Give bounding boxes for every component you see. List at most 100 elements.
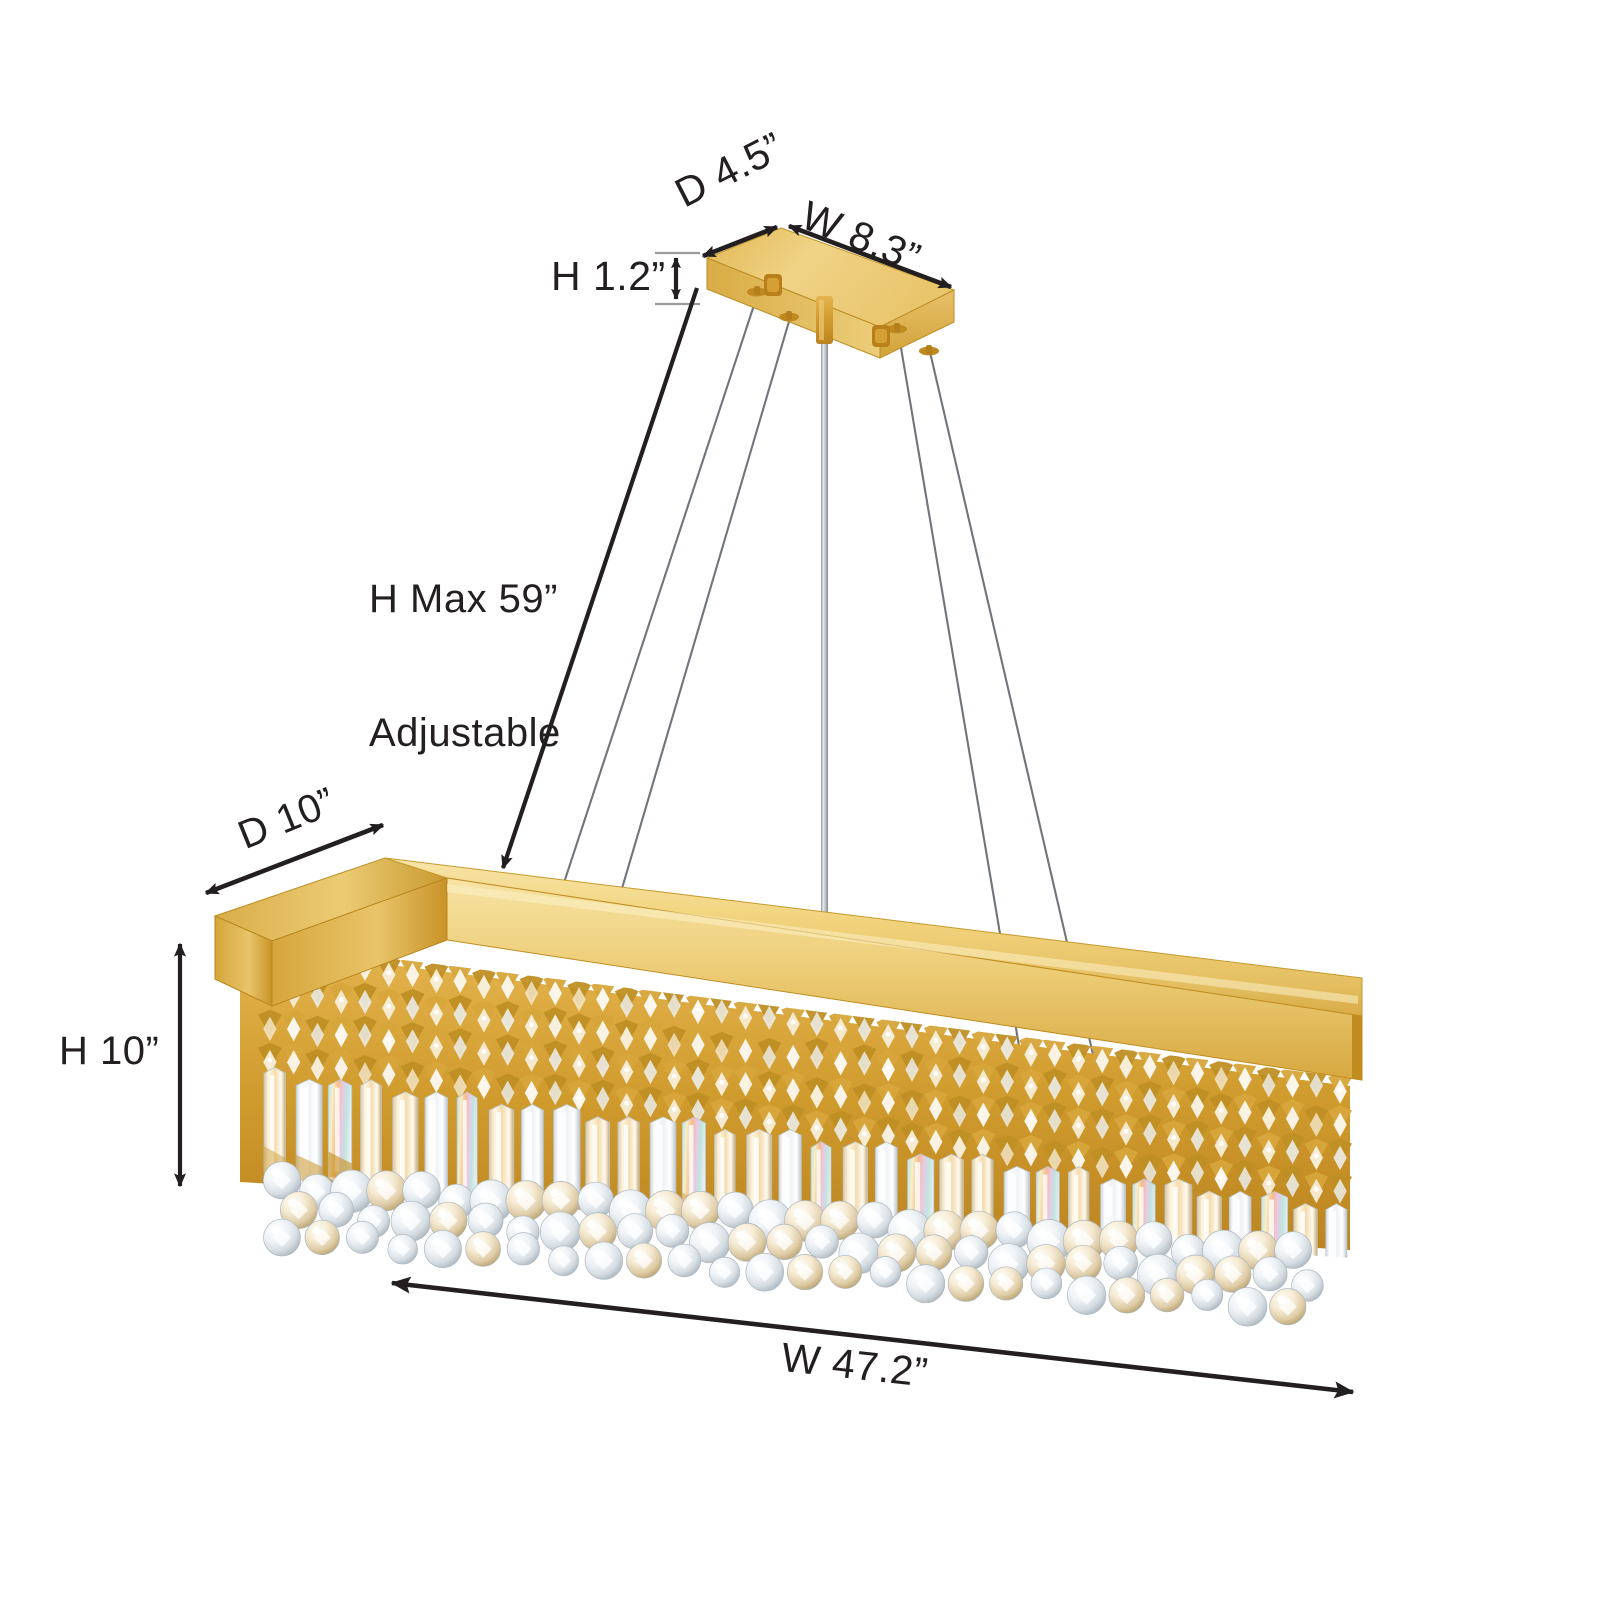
crystal-sparkle: [719, 1113, 725, 1118]
crystal-ball: [548, 1245, 579, 1277]
crystal-facet: [358, 989, 372, 1015]
crystal-sparkle: [386, 1036, 392, 1042]
crystal-facet: [1190, 1160, 1205, 1185]
crystal-facet: [334, 1022, 348, 1048]
cable-anchor: [779, 311, 799, 322]
crystal-facet: [453, 968, 467, 994]
crystal-facet: [1238, 1133, 1252, 1158]
crystal-ball: [1252, 1256, 1288, 1292]
crystal-sparkle: [1123, 1095, 1129, 1101]
crystal-facet: [501, 1008, 515, 1033]
crystal-ball: [727, 1222, 767, 1262]
crystal-facet: [929, 1096, 943, 1122]
crystal-facet: [358, 1022, 372, 1048]
crystal-sparkle: [529, 1055, 534, 1061]
crystal-facet: [834, 1117, 848, 1142]
crystal-ball: [828, 1255, 863, 1289]
crystal-facet: [1119, 1054, 1133, 1080]
crystal-facet: [287, 1016, 301, 1042]
fixture-height-label: H 10”: [59, 1029, 160, 1073]
crystal-sparkle: [766, 1119, 772, 1124]
crystal-ball: [717, 1191, 754, 1229]
crystal-facet: [976, 1102, 991, 1128]
crystal-facet: [1262, 1106, 1276, 1131]
crystal-ball: [1274, 1231, 1312, 1269]
crystal-facet: [524, 980, 539, 1006]
crystal-facet: [477, 974, 491, 1000]
crystal-sparkle: [933, 1038, 939, 1043]
crystal-facet: [1309, 1073, 1323, 1098]
crystal-facet: [1095, 1048, 1109, 1074]
crystal-facet: [548, 981, 562, 1006]
crystal-sparkle: [980, 1044, 986, 1049]
crystal-facet: [1190, 1094, 1205, 1119]
canopy-height-label: H 1.2”: [551, 253, 666, 299]
crystal-facet: [1143, 1087, 1157, 1113]
crystal-sparkle: [267, 1057, 273, 1063]
adjustable-height-line-1: H Max 59”: [369, 576, 558, 621]
crystal-facet: [691, 1099, 705, 1124]
crystal-facet: [596, 1053, 610, 1079]
crystal-facet: [548, 1047, 562, 1072]
crystal-facet: [287, 1049, 301, 1075]
crystal-facet: [1095, 1081, 1109, 1107]
crystal-sparkle: [1028, 1083, 1034, 1089]
crystal-facet: [881, 1123, 895, 1149]
crystal-facet: [619, 993, 634, 1018]
crystal-ball: [279, 1191, 318, 1229]
canopy-center-rod-mount: [816, 296, 833, 344]
crystal-ball: [423, 1230, 462, 1269]
crystal-facet: [1309, 1112, 1323, 1137]
crystal-facet: [738, 1105, 753, 1130]
crystal-ball: [954, 1235, 989, 1270]
crystal-sparkle: [386, 970, 392, 976]
crystal-ball: [390, 1200, 432, 1242]
crystal-sparkle: [386, 1003, 392, 1009]
crystal-sparkle: [909, 1137, 915, 1143]
crystal-ball: [1191, 1278, 1224, 1311]
crystal-sparkle: [338, 997, 344, 1003]
crystal-prism: [295, 1078, 323, 1190]
crystal-facet: [952, 1030, 967, 1055]
crystal-facet: [310, 1022, 325, 1048]
crystal-facet: [1238, 1066, 1252, 1092]
crystal-facet: [501, 974, 515, 1000]
crystal-sparkle: [980, 1077, 986, 1083]
crystal-ball: [429, 1201, 468, 1240]
chandelier-body: [213, 857, 1363, 1327]
crystal-facet: [952, 1063, 967, 1088]
crystal-ball: [680, 1190, 720, 1230]
canopy-width-arrow: [787, 223, 953, 290]
crystal-facet: [905, 1057, 919, 1082]
crystal-facet: [358, 1062, 372, 1087]
crystal-sparkle: [1028, 1050, 1034, 1056]
crystal-facet: [1190, 1127, 1205, 1152]
crystal-facet: [596, 987, 610, 1012]
crystal-facet: [667, 993, 681, 1018]
crystal-ball: [578, 1212, 617, 1251]
crystal-facet: [263, 1016, 277, 1042]
crystal-facet: [453, 1002, 467, 1027]
crystal-facet: [501, 1041, 515, 1066]
crystal-ball: [989, 1266, 1024, 1301]
crystal-facet: [810, 1045, 824, 1070]
crystal-facet: [1000, 1102, 1014, 1128]
canopy-cable-anchors: [747, 286, 939, 356]
crystal-ball: [786, 1253, 824, 1291]
crystal-facet: [405, 962, 420, 988]
crystal-sparkle: [433, 976, 439, 982]
crystal-facet: [715, 999, 729, 1025]
crystal-prism: [1196, 1190, 1222, 1258]
screw-fitting: [872, 325, 890, 347]
crystal-facet: [738, 1038, 753, 1064]
crystal-sparkle: [766, 1085, 772, 1091]
suspension-cable: [611, 317, 792, 920]
crystal-facet: [810, 1011, 824, 1037]
cable-anchor: [919, 345, 939, 356]
crystal-facet: [1238, 1166, 1252, 1192]
crystal-ball: [304, 1219, 340, 1256]
crystal-facet: [762, 1044, 776, 1070]
crystal-prism: [327, 1079, 353, 1186]
crystal-sparkle: [1313, 1186, 1319, 1192]
